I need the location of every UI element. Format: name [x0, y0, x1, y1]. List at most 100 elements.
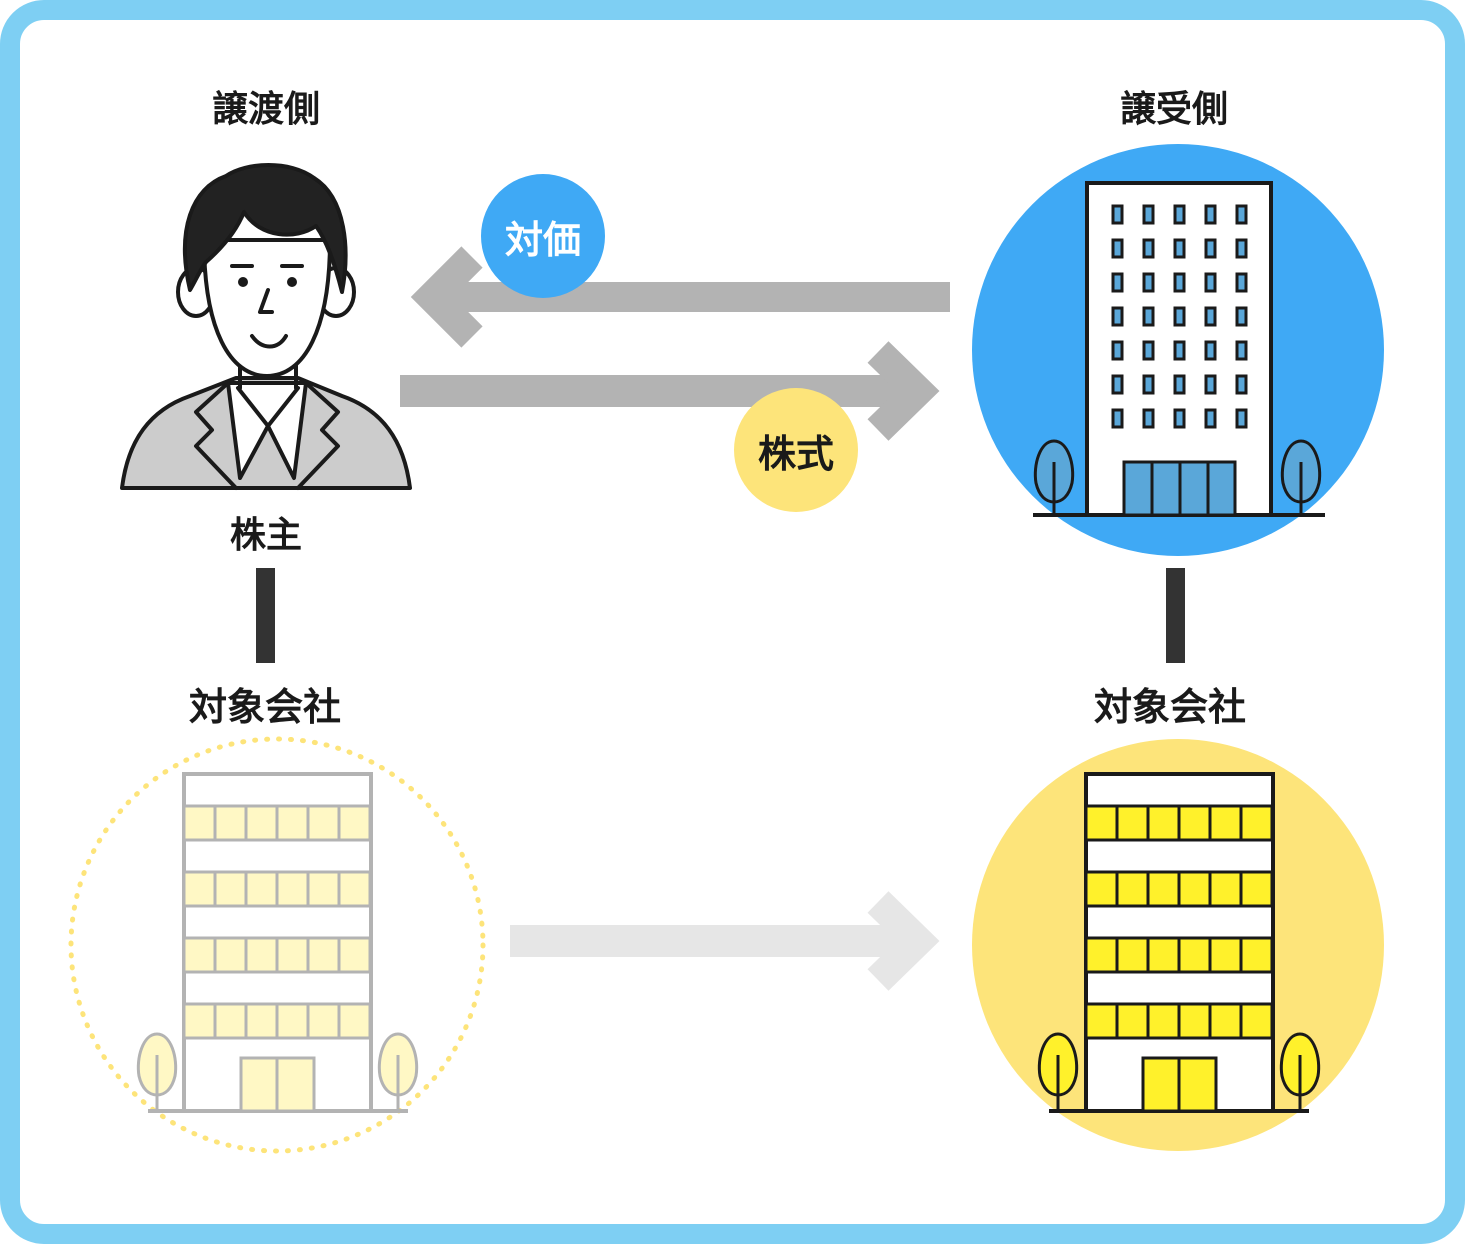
building-window	[1111, 204, 1124, 225]
building-window	[306, 804, 341, 842]
building-window	[1204, 408, 1217, 429]
building-window	[182, 1002, 217, 1040]
building-window	[1239, 870, 1274, 908]
building-window	[1208, 870, 1243, 908]
building-window	[275, 804, 310, 842]
building-window	[1111, 272, 1124, 293]
building-window	[1111, 306, 1124, 327]
building-window	[1084, 870, 1119, 908]
building-window	[1111, 340, 1124, 361]
building-window	[1173, 408, 1186, 429]
building-window	[1204, 204, 1217, 225]
building-window	[182, 936, 217, 974]
building-window	[1235, 408, 1248, 429]
building-window	[1084, 804, 1119, 842]
connector-left	[256, 568, 275, 663]
building-window	[1142, 374, 1155, 395]
building-window	[1146, 1002, 1181, 1040]
transferor-side-label: 譲渡側	[211, 89, 320, 130]
building-window	[275, 870, 310, 908]
building-window	[1235, 272, 1248, 293]
target-company-left-label: 対象会社	[188, 685, 341, 729]
building-window	[1084, 1002, 1119, 1040]
connector-right	[1166, 568, 1185, 663]
building-window	[1146, 870, 1181, 908]
building-window	[213, 804, 248, 842]
building-window	[1235, 374, 1248, 395]
building-window	[1173, 272, 1186, 293]
building-window	[1177, 804, 1212, 842]
building-window	[1239, 804, 1274, 842]
building-window	[1235, 204, 1248, 225]
building-window	[1115, 870, 1150, 908]
acquirer-side-label: 譲受側	[1119, 89, 1228, 130]
building-window	[1204, 272, 1217, 293]
target-before-dotted-circle	[68, 736, 486, 1154]
building-window	[1235, 340, 1248, 361]
target-company-right-label: 対象会社	[1093, 685, 1246, 729]
building-window	[1208, 936, 1243, 974]
building-window	[1177, 870, 1212, 908]
building-window	[1173, 374, 1186, 395]
building-window	[1208, 1002, 1243, 1040]
office-building-icon	[1033, 181, 1325, 517]
shareholder-label: 株主	[229, 515, 302, 556]
building-window	[244, 936, 279, 974]
building-window	[1177, 1002, 1212, 1040]
shares-badge: 株式	[734, 388, 858, 512]
shares-badge-label: 株式	[757, 431, 834, 476]
shares-arrow	[400, 341, 940, 441]
building-window	[1142, 272, 1155, 293]
building-window	[337, 936, 372, 974]
building-window	[182, 870, 217, 908]
building-window	[213, 936, 248, 974]
building-window	[1142, 238, 1155, 259]
building-window	[244, 804, 279, 842]
building-window	[1173, 306, 1186, 327]
price-badge-label: 対価	[504, 217, 581, 262]
building-window	[337, 1002, 372, 1040]
building-window	[337, 870, 372, 908]
building-window	[1173, 204, 1186, 225]
building-window	[244, 1002, 279, 1040]
building-window	[1208, 804, 1243, 842]
building-window	[1204, 238, 1217, 259]
building-window	[337, 804, 372, 842]
building-window	[1173, 238, 1186, 259]
building-window	[213, 870, 248, 908]
building-window	[1204, 374, 1217, 395]
building-window	[1204, 340, 1217, 361]
building-window	[1142, 408, 1155, 429]
building-window	[1142, 204, 1155, 225]
building-window	[1111, 374, 1124, 395]
target-building-icon	[1037, 772, 1321, 1113]
building-window	[275, 936, 310, 974]
building-window	[1173, 340, 1186, 361]
building-window	[1239, 1002, 1274, 1040]
building-window	[1204, 306, 1217, 327]
building-window	[1084, 936, 1119, 974]
building-window	[1235, 238, 1248, 259]
building-window	[306, 1002, 341, 1040]
building-window	[306, 936, 341, 974]
building-window	[1146, 804, 1181, 842]
building-window	[1239, 936, 1274, 974]
building-window	[1111, 238, 1124, 259]
building-window	[1177, 936, 1212, 974]
transfer-arrow-faded	[510, 891, 940, 991]
price-badge: 対価	[481, 174, 605, 298]
building-window	[1142, 340, 1155, 361]
person-in-suit-icon	[120, 163, 412, 490]
building-window	[1111, 408, 1124, 429]
building-window	[182, 804, 217, 842]
building-window	[1235, 306, 1248, 327]
building-window	[244, 870, 279, 908]
building-window	[1146, 936, 1181, 974]
building-window	[1115, 936, 1150, 974]
target-building-faded-icon	[136, 772, 419, 1113]
building-window	[1115, 804, 1150, 842]
building-window	[1115, 1002, 1150, 1040]
building-window	[275, 1002, 310, 1040]
